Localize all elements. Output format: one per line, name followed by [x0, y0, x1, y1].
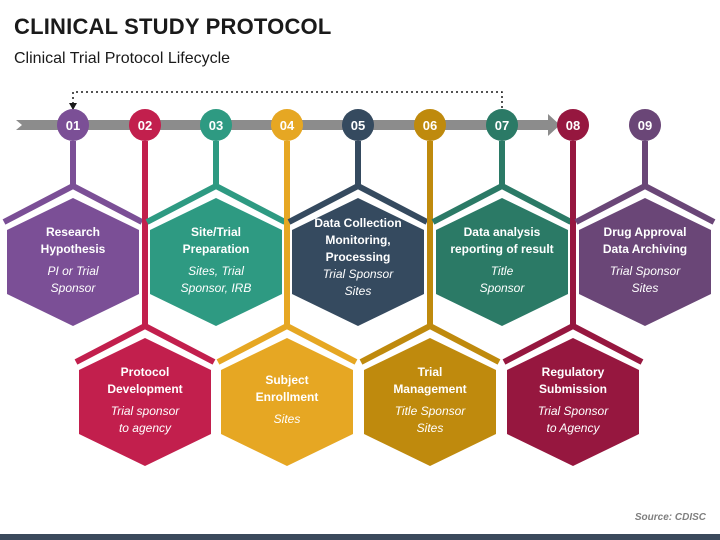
- step-05-connector: [287, 141, 429, 225]
- step-06-responsible: Title Sponsor Sites: [394, 403, 466, 435]
- step-03-circle: [200, 109, 232, 141]
- footer-bar: [0, 534, 720, 540]
- step-01-connector: [2, 141, 144, 225]
- step-07-responsible: Title Sponsor: [479, 263, 525, 295]
- step-01-label: Research Hypothesis PI or Trial Sponsor: [13, 224, 133, 297]
- step-08-heading: Regulatory Submission: [538, 364, 607, 396]
- step-08-number: 08: [566, 118, 580, 133]
- step-09-hexagon: [579, 198, 711, 326]
- step-07-hexagon: [436, 198, 568, 326]
- step-09-heading: Drug Approval Data Archiving: [602, 224, 688, 256]
- step-05-circle: [342, 109, 374, 141]
- feedback-loop-arrowhead: [69, 103, 77, 110]
- source-note: Source: CDISC: [634, 512, 706, 523]
- step-04-connector: [216, 141, 358, 365]
- step-05-number: 05: [351, 118, 365, 133]
- step-02-circle: [129, 109, 161, 141]
- step-02-connector: [74, 141, 216, 365]
- step-08-hexagon: [507, 338, 639, 466]
- step-06-circle: [414, 109, 446, 141]
- step-02-hexagon: [79, 338, 211, 466]
- step-09-connector: [574, 141, 716, 225]
- step-04-heading: Subject Enrollment: [255, 373, 319, 404]
- step-03-heading: Site/Trial Preparation: [182, 224, 250, 256]
- step-03-connector: [145, 141, 287, 225]
- step-06-connector: [359, 141, 501, 365]
- step-08-connector: [502, 141, 644, 365]
- step-06-hexagon: [364, 338, 496, 466]
- step-01-hexagon: [7, 198, 139, 326]
- step-03-number: 03: [209, 118, 223, 133]
- step-04-number: 04: [280, 118, 295, 133]
- number-circle-layer: 01 02 03 04 05 06 07 08 09: [57, 109, 661, 141]
- step-09-number: 09: [638, 118, 652, 133]
- step-02-responsible: Trial sponsor to agency: [110, 403, 180, 435]
- step-03-responsible: Sites, Trial Sponsor, IRB: [180, 263, 252, 295]
- step-09-circle: [629, 109, 661, 141]
- step-01-circle: [57, 109, 89, 141]
- step-01-responsible: PI or Trial Sponsor: [47, 263, 99, 295]
- step-07-circle: [486, 109, 518, 141]
- step-05-hexagon: [292, 198, 424, 326]
- feedback-loop-dotted-line: [72, 91, 503, 109]
- step-06-number: 06: [423, 118, 437, 133]
- step-02-number: 02: [138, 118, 152, 133]
- step-02-heading: Protocol Development: [107, 364, 183, 396]
- step-07-heading: Data analysis reporting of result: [450, 224, 554, 256]
- step-04-circle: [271, 109, 303, 141]
- step-05-heading: Data Collection Monitoring, Processing: [314, 216, 402, 264]
- page-title: CLINICAL STUDY PROTOCOL: [14, 14, 332, 39]
- page-subtitle: Clinical Trial Protocol Lifecycle: [14, 50, 231, 67]
- step-08-circle: [557, 109, 589, 141]
- step-03-hexagon: [150, 198, 282, 326]
- hexagon-layer: [7, 198, 711, 466]
- step-04-hexagon: [221, 338, 353, 466]
- step-04-responsible: Sites: [273, 412, 301, 426]
- step-07-number: 07: [495, 118, 509, 133]
- step-09-responsible: Trial Sponsor Sites: [609, 263, 681, 295]
- step-01-number: 01: [66, 118, 80, 133]
- step-07-connector: [431, 141, 573, 225]
- step-08-responsible: Trial Sponsor to Agency: [537, 403, 609, 435]
- connector-layer: [2, 141, 716, 365]
- step-05-responsible: Trial Sponsor Sites: [322, 267, 394, 298]
- step-01-heading: Research Hypothesis: [40, 224, 106, 256]
- step-06-heading: Trial Management: [393, 364, 467, 396]
